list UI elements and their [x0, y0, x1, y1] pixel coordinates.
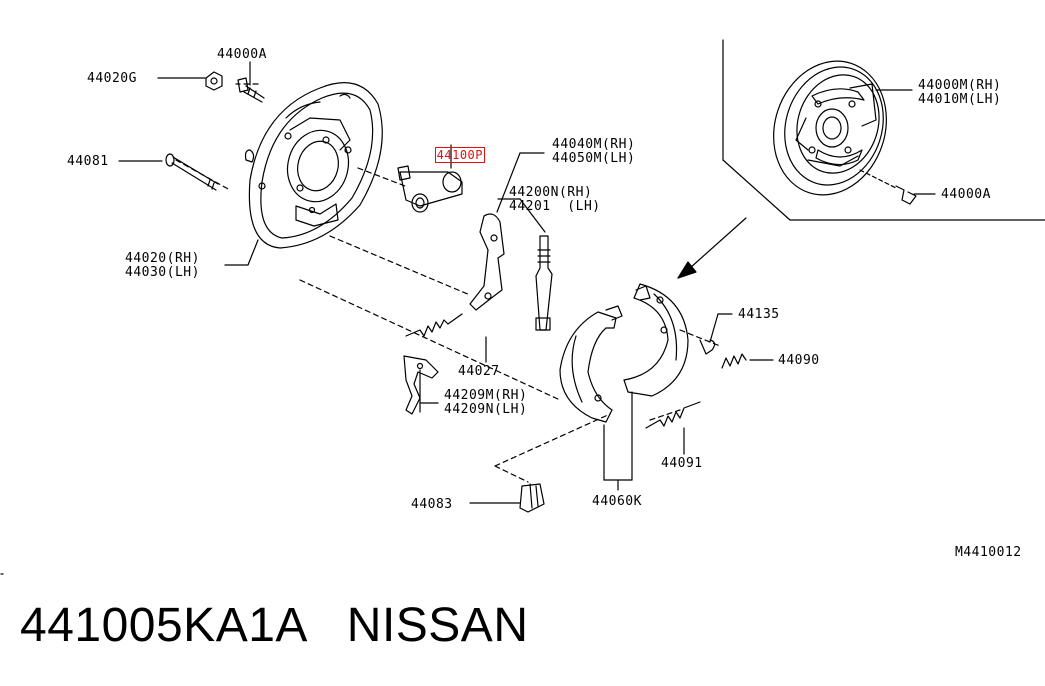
spring-44027 [405, 313, 463, 337]
inset-frame [722, 39, 1045, 221]
label-44020-rh: 44020(RH) [125, 251, 200, 266]
direction-arrow [677, 217, 747, 279]
backing-plate [244, 82, 383, 249]
label-44100P-highlight[interactable]: 44100P [418, 133, 486, 163]
adjuster-lever-44040M [469, 213, 505, 311]
leader-lines [118, 61, 774, 504]
label-44010M: 44010M(LH) [918, 92, 1002, 107]
label-44050M: 44050M(LH) [552, 151, 636, 166]
inset-brake-assembly [773, 60, 936, 205]
spring-44091 [645, 401, 701, 429]
label-44027: 44027 [458, 364, 500, 379]
label-44083: 44083 [411, 497, 453, 512]
label-44030-lh: 44030(LH) [125, 265, 200, 280]
label-44200N: 44200N(RH) [509, 185, 593, 200]
nut-44020G [205, 71, 223, 91]
label-44090: 44090 [778, 353, 820, 368]
label-44000A-top: 44000A [217, 47, 267, 62]
label-44209M: 44209M(RH) [444, 388, 528, 403]
spring-44090 [721, 353, 747, 369]
label-44135: 44135 [738, 307, 780, 322]
brake-shoe-left [559, 305, 623, 423]
spring-44135 [699, 339, 716, 355]
bolt-44081 [165, 153, 219, 191]
lever-44209M [403, 355, 439, 415]
label-44060K: 44060K [592, 494, 642, 509]
diagram-reference-code: M4410012 [955, 545, 1022, 560]
clip-44083 [519, 483, 545, 513]
label-44091: 44091 [661, 456, 703, 471]
label-44000M: 44000M(RH) [918, 78, 1002, 93]
adjuster-44200N [535, 235, 553, 331]
label-44040M: 44040M(RH) [552, 137, 636, 152]
bolt-44000A [237, 77, 265, 103]
wheel-cylinder-44100P [397, 165, 463, 213]
label-44000A-right: 44000A [941, 187, 991, 202]
part-number-caption: 441005KA1A NISSAN [20, 599, 529, 652]
brake-shoe-right [623, 283, 689, 397]
label-44201: 44201 (LH) [509, 199, 601, 214]
label-44209N: 44209N(LH) [444, 402, 528, 417]
label-44081: 44081 [67, 154, 109, 169]
label-44100P: 44100P [434, 147, 486, 163]
label-44020G: 44020G [87, 71, 137, 86]
